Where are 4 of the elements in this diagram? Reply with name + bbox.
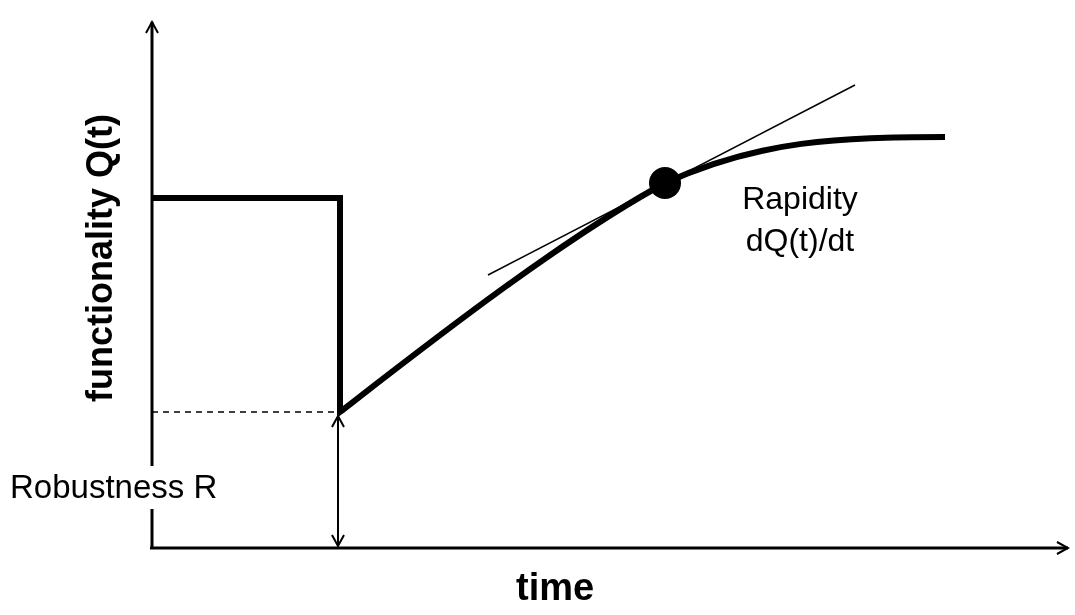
axis-title: time <box>516 565 595 610</box>
dimension-label: Robustness R <box>10 466 218 509</box>
curve-annotation: Rapidity dQ(t)/dt <box>741 179 859 260</box>
axis-title: functionality Q(t) <box>77 114 121 402</box>
